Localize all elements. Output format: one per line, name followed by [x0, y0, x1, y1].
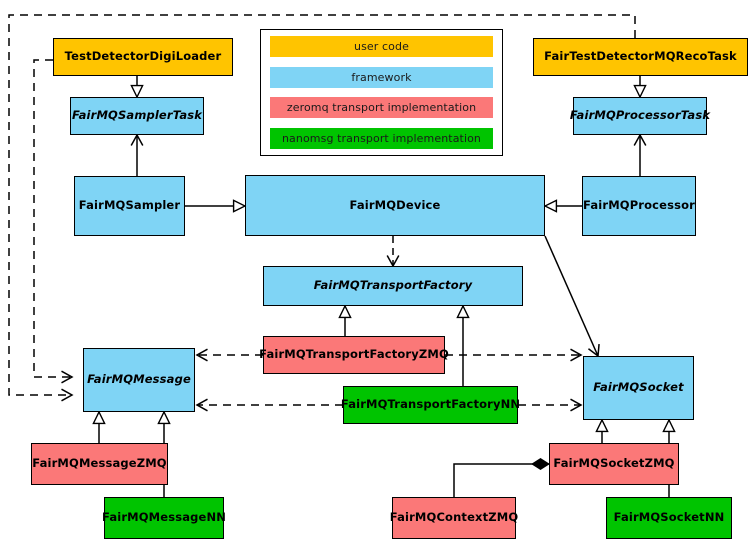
legend-item-framework: framework: [270, 66, 493, 88]
class-box-FairMQMessageZMQ[interactable]: FairMQMessageZMQ: [31, 443, 168, 485]
class-label: FairMQMessage: [87, 372, 191, 387]
legend-label-nanomsg: nanomsg transport implementation: [281, 131, 482, 145]
edge-recotask-to-message: [8, 14, 636, 402]
class-box-FairMQProcessor[interactable]: FairMQProcessor: [582, 176, 696, 236]
class-box-FairMQContextZMQ[interactable]: FairMQContextZMQ: [389, 497, 519, 539]
class-label: FairMQProcessor: [583, 198, 695, 213]
class-box-FairMQTransportFactoryNN[interactable]: FairMQTransportFactoryNN: [340, 386, 521, 424]
class-label: FairMQMessageZMQ: [32, 456, 167, 471]
class-label: FairMQSamplerTask: [71, 108, 203, 123]
class-box-FairMQTransportFactory[interactable]: FairMQTransportFactory: [263, 266, 523, 306]
class-label: FairMQSampler: [78, 198, 181, 213]
legend-label-user-code: user code: [354, 40, 409, 53]
legend-item-nanomsg: nanomsg transport implementation: [270, 127, 493, 149]
class-label: FairMQSocketZMQ: [553, 456, 675, 471]
class-label: FairMQSocket: [593, 380, 684, 395]
class-box-FairMQMessageNN[interactable]: FairMQMessageNN: [102, 497, 226, 539]
legend-label-zeromq: zeromq transport implementation: [286, 101, 477, 115]
class-box-TestDetectorDigiLoader[interactable]: TestDetectorDigiLoader: [53, 38, 233, 76]
class-label: FairMQDevice: [349, 197, 441, 212]
class-label: FairMQTransportFactoryNN: [340, 397, 521, 412]
class-label: FairMQSocketNN: [613, 510, 725, 525]
legend-item-user-code: user code: [270, 36, 493, 57]
class-label: FairMQProcessorTask: [569, 108, 711, 123]
class-box-FairMQSocketNN[interactable]: FairMQSocketNN: [606, 497, 732, 539]
class-box-FairMQDevice[interactable]: FairMQDevice: [245, 175, 545, 236]
class-box-FairTestDetectorMQRecoTask[interactable]: FairTestDetectorMQRecoTask: [533, 38, 748, 76]
class-box-FairMQSampler[interactable]: FairMQSampler: [74, 176, 185, 236]
class-box-FairMQSamplerTask[interactable]: FairMQSamplerTask: [70, 97, 204, 135]
class-box-FairMQProcessorTask[interactable]: FairMQProcessorTask: [569, 97, 711, 135]
class-box-FairMQTransportFactoryZMQ[interactable]: FairMQTransportFactoryZMQ: [259, 336, 449, 374]
class-label: FairTestDetectorMQRecoTask: [544, 49, 737, 64]
legend-label-framework: framework: [351, 70, 412, 84]
class-label: FairMQMessageNN: [102, 510, 226, 525]
class-label: FairMQTransportFactory: [313, 278, 473, 293]
edge-device-socket: [544, 235, 600, 358]
class-label: FairMQTransportFactoryZMQ: [259, 347, 449, 362]
class-box-FairMQMessage[interactable]: FairMQMessage: [83, 348, 195, 412]
legend: user code framework zeromq transport imp…: [260, 29, 503, 156]
class-box-FairMQSocket[interactable]: FairMQSocket: [583, 356, 694, 420]
class-label: TestDetectorDigiLoader: [64, 49, 222, 64]
edge-digiloader-to-message: [33, 59, 74, 384]
edge-contextzmq-socketzmq: [453, 458, 550, 497]
class-label: FairMQContextZMQ: [389, 510, 519, 525]
legend-item-zeromq: zeromq transport implementation: [270, 97, 493, 119]
class-box-FairMQSocketZMQ[interactable]: FairMQSocketZMQ: [549, 443, 679, 485]
